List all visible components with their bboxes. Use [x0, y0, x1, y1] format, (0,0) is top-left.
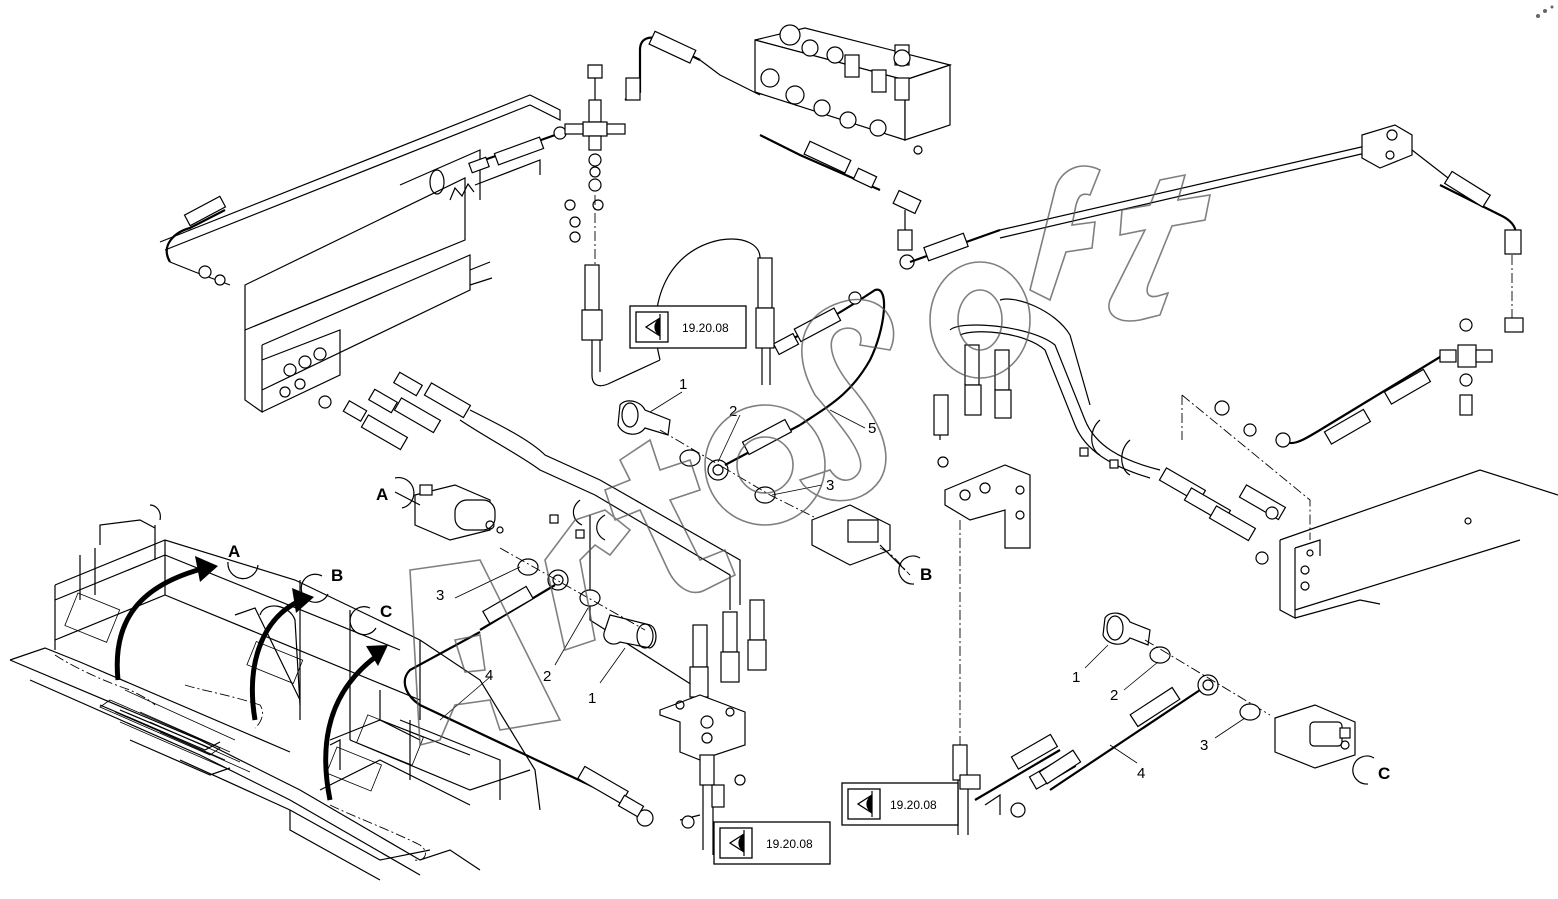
item-number: 2 [729, 403, 737, 420]
reference-number: 19.20.08 [682, 321, 729, 335]
detail-letter: B [331, 566, 343, 585]
detail-mark-b: B [898, 555, 932, 585]
detail-letter: C [380, 602, 392, 621]
watermark [409, 165, 1212, 747]
left-frame [159, 94, 561, 414]
bottom-bracket [659, 599, 767, 855]
curved-arrow-icon [249, 588, 314, 721]
item-number: 3 [1200, 737, 1208, 754]
item-number: 3 [436, 587, 444, 604]
item-number: 3 [826, 477, 834, 494]
curved-arrow-icon [114, 556, 218, 681]
center-right-bracket [933, 298, 1287, 760]
item-number: 2 [543, 668, 551, 685]
right-hose-loop [999, 124, 1524, 540]
reference-box-bottom-left[interactable]: 19.20.08 [713, 821, 831, 865]
detail-mark-a: A [376, 477, 415, 509]
upper-exploded-assembly [617, 238, 911, 576]
item-number: 4 [1137, 765, 1145, 782]
right-exploded-assembly [1038, 612, 1356, 791]
detail-arrows [114, 556, 388, 801]
detail-letter: C [1378, 764, 1390, 783]
reference-number: 19.20.08 [766, 837, 813, 851]
item-number: 5 [868, 420, 876, 437]
corner-mark [1536, 5, 1554, 18]
eye-view-icon [644, 314, 661, 340]
item-number: 2 [1110, 687, 1118, 704]
machine-overview [9, 504, 541, 881]
detail-mark-c: C [1352, 755, 1390, 785]
item-number: 1 [679, 376, 687, 393]
curved-arrow-icon [323, 645, 388, 801]
item-number: 1 [1072, 669, 1080, 686]
detail-mark-b-overview: B [300, 566, 343, 603]
reference-box-top[interactable]: 19.20.08 [629, 305, 747, 349]
top-hose-loop [624, 30, 1001, 270]
reference-box-bottom-right[interactable]: 19.20.08 [841, 782, 959, 826]
item-number: 1 [588, 690, 596, 707]
reference-number: 19.20.08 [890, 798, 937, 812]
eye-view-icon [728, 830, 745, 856]
item-number: 4 [485, 667, 493, 684]
left-hoses-upper [165, 126, 576, 286]
valve-block [754, 24, 953, 155]
detail-letter: A [376, 485, 388, 504]
eye-view-icon [856, 791, 873, 817]
top-cross-fitting [564, 64, 661, 387]
lower-exploded-assembly [394, 484, 657, 827]
item-callouts: 1 2 3 5 3 4 2 1 1 2 3 4 [436, 376, 1246, 782]
detail-letter: B [920, 565, 932, 584]
detail-mark-c-overview: C [349, 602, 392, 636]
detail-letter: A [228, 542, 240, 561]
right-frame [1279, 469, 1558, 619]
detail-mark-a-overview: A [227, 542, 259, 580]
